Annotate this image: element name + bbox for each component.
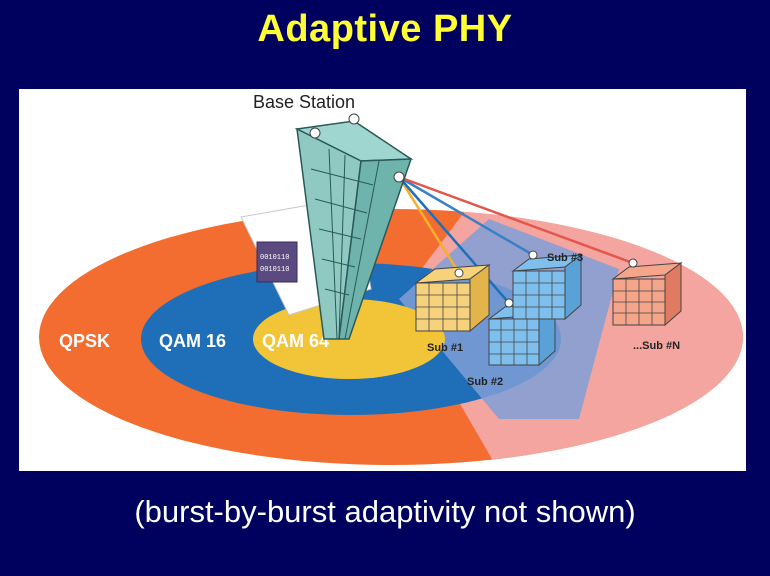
link-sub3 [398,175,534,257]
link-subN [398,175,634,265]
slide-caption: (burst-by-burst adaptivity not shown) [134,494,636,529]
subscriber-1 [414,264,491,333]
adaptive-phy-diagram: QPSK QAM 16 QAM 64 0010110 0010110 [39,92,743,465]
sub2-label: Sub #2 [467,376,503,388]
chip-bits-1: 0010110 [260,254,289,262]
diagram-panel: QPSK QAM 16 QAM 64 0010110 0010110 [19,89,746,471]
link-lines [397,175,634,304]
base-station-tower [294,113,414,340]
qam64-label: QAM 64 [262,331,329,351]
subscriber-n [611,258,683,327]
link-sub2 [398,176,510,304]
chip-icon: 0010110 0010110 [256,241,298,283]
slide-title: Adaptive PHY [257,8,513,50]
qam16-label: QAM 16 [159,331,226,351]
base-station-label: Base Station [253,92,355,112]
qpsk-label: QPSK [59,331,110,351]
chip-bits-2: 0010110 [260,266,289,274]
link-sub1 [397,176,461,274]
subn-label: ...Sub #N [633,340,680,352]
sub1-label: Sub #1 [427,342,463,354]
sub3-label: Sub #3 [547,252,583,264]
subscriber-3 [511,250,583,321]
